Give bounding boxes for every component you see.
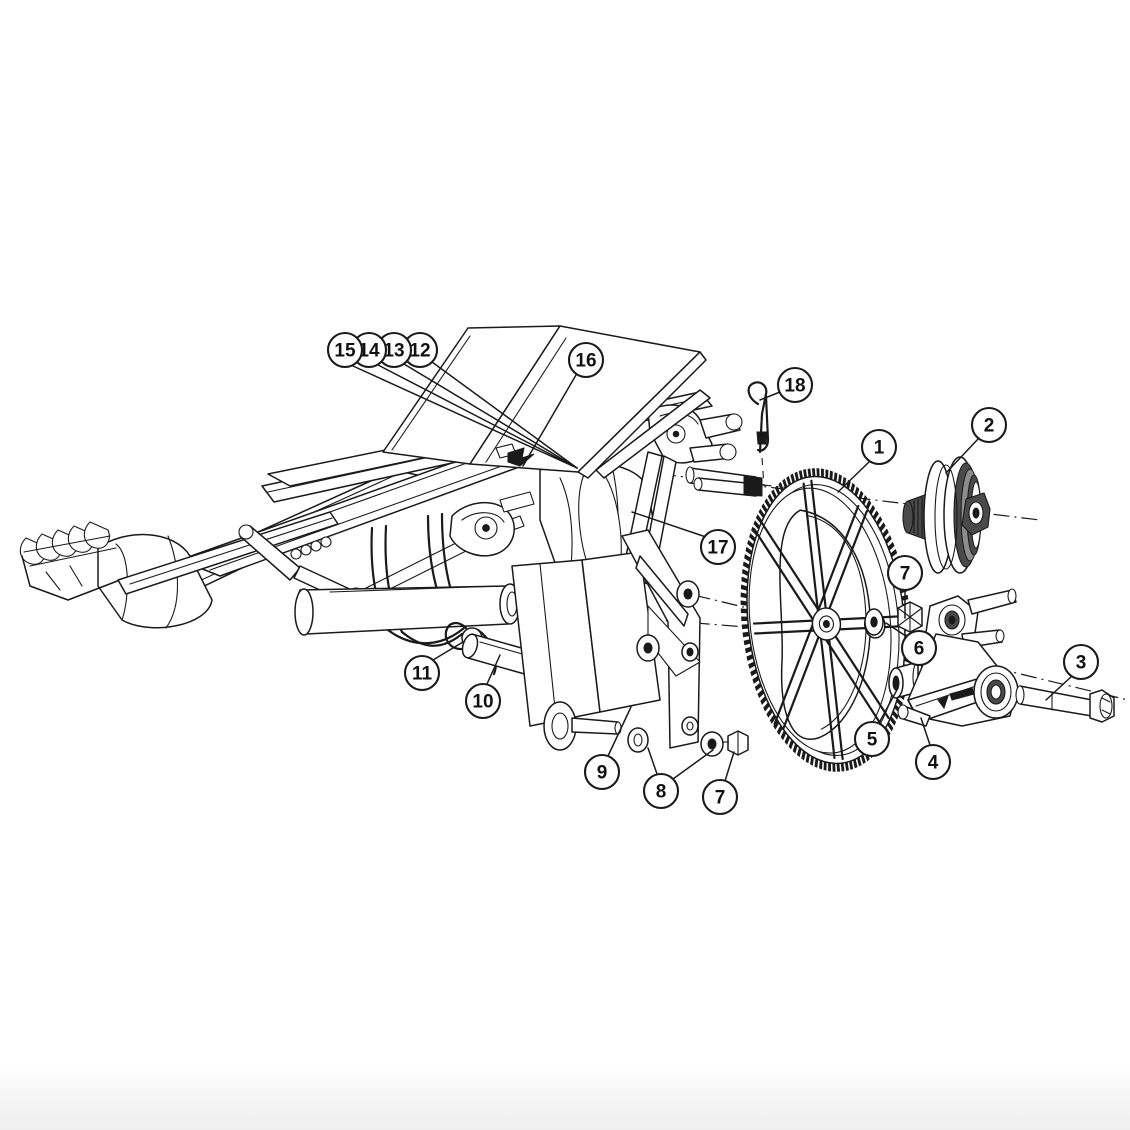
callout-bubble-7b[interactable]: 7	[701, 778, 739, 816]
callout-bubble-12[interactable]: 12	[401, 331, 439, 369]
callout-bubble-2[interactable]: 2	[970, 406, 1008, 444]
knife-head-knuckle	[449, 491, 535, 557]
callout-circle-7b[interactable]	[701, 778, 739, 816]
callout-leader-3	[1045, 675, 1073, 701]
callout-number-4: 4	[928, 753, 939, 774]
callout-bubble-4[interactable]: 4	[914, 743, 952, 781]
callout-leader-1	[837, 461, 870, 493]
callout-bubble-11[interactable]: 11	[403, 654, 441, 692]
callout-leader-2	[945, 438, 979, 474]
gearbox-housing	[511, 551, 661, 751]
callout-leader-13	[403, 363, 578, 469]
callout-bubble-1[interactable]: 1	[860, 428, 898, 466]
callout-leader-14	[377, 364, 578, 469]
callout-circle-7[interactable]	[886, 554, 924, 592]
callout-circle-1[interactable]	[860, 428, 898, 466]
pitman-rod-beads	[290, 536, 332, 560]
lower-cross-tube	[294, 583, 521, 636]
callout-leader-15	[352, 365, 578, 469]
callout-circle-5[interactable]	[853, 720, 891, 758]
callout-bubble-9[interactable]: 9	[583, 753, 621, 791]
callout-number-8: 8	[656, 782, 667, 803]
callout-number-18: 18	[784, 376, 805, 397]
callout-bubble-3[interactable]: 3	[1062, 643, 1100, 681]
callout-circle-16[interactable]	[567, 341, 605, 379]
flat-washer	[864, 608, 884, 636]
flywheel-ring-gear	[740, 468, 912, 772]
callout-circle-17[interactable]	[699, 528, 737, 566]
callout-leader-8	[672, 749, 714, 780]
callout-circle-9[interactable]	[583, 753, 621, 791]
callout-leader-7b	[724, 751, 735, 782]
callout-bubble-10[interactable]: 10	[464, 682, 502, 720]
callout-circle-15[interactable]	[326, 331, 364, 369]
callout-number-12: 12	[409, 341, 430, 362]
triangular-mount-bracket	[621, 529, 701, 749]
callout-leader-11	[432, 641, 464, 661]
callout-number-6: 6	[914, 639, 925, 660]
callout-leader-12	[431, 361, 578, 469]
callout-leader-8	[647, 747, 658, 775]
conveyor-shield-panels	[382, 325, 711, 479]
callout-number-7b: 7	[715, 788, 726, 809]
callout-number-17: 17	[707, 538, 728, 559]
callout-circle-10[interactable]	[464, 682, 502, 720]
pitman-arm	[897, 633, 1019, 727]
callout-leader-10	[486, 654, 501, 685]
callout-leader-17	[631, 511, 707, 538]
callout-leader-18	[759, 391, 781, 401]
callout-circle-11[interactable]	[403, 654, 441, 692]
callout-bubble-16[interactable]: 16	[567, 341, 605, 379]
callout-number-1: 1	[874, 438, 885, 459]
callout-bubble-5[interactable]: 5	[853, 720, 891, 758]
hex-head-bolt	[1015, 685, 1115, 723]
callout-number-15: 15	[334, 341, 356, 362]
callout-bubble-17[interactable]: 17	[699, 528, 737, 566]
callout-circle-4[interactable]	[914, 743, 952, 781]
callout-bubble-18[interactable]: 18	[776, 366, 814, 404]
callout-number-3: 3	[1076, 653, 1087, 674]
callout-circle-6[interactable]	[900, 629, 938, 667]
callout-leader-6	[885, 622, 910, 639]
hairpin-cotter-pin	[747, 381, 770, 487]
callout-circle-8[interactable]	[642, 772, 680, 810]
callout-number-10: 10	[472, 692, 493, 713]
callout-leader-5	[878, 687, 899, 724]
callout-bubble-8[interactable]: 8	[642, 772, 680, 810]
callout-number-14: 14	[358, 341, 380, 362]
callout-number-2: 2	[984, 416, 995, 437]
callout-bubble-15[interactable]: 15	[326, 331, 364, 369]
callout-bubble-7[interactable]: 7	[886, 554, 924, 592]
callout-number-7: 7	[900, 564, 911, 585]
shaft-stub	[693, 477, 763, 497]
lower-hardware-row	[627, 727, 749, 757]
drive-pulley	[902, 456, 991, 574]
callout-number-9: 9	[597, 763, 608, 784]
callout-leader-9	[607, 706, 632, 757]
callout-number-5: 5	[867, 730, 878, 751]
callout-number-13: 13	[383, 341, 404, 362]
callout-bubble-6[interactable]: 6	[900, 629, 938, 667]
hex-nut-upper	[897, 601, 923, 633]
callout-number-11: 11	[412, 664, 433, 685]
callout-leader-4	[920, 717, 931, 746]
cutterbar-fingers	[19, 521, 121, 601]
callout-number-16: 16	[575, 351, 596, 372]
crank-bearing-block	[925, 588, 1017, 651]
callout-circle-18[interactable]	[776, 366, 814, 404]
callout-circle-2[interactable]	[970, 406, 1008, 444]
callout-leader-16	[522, 374, 577, 467]
callout-circle-3[interactable]	[1062, 643, 1100, 681]
